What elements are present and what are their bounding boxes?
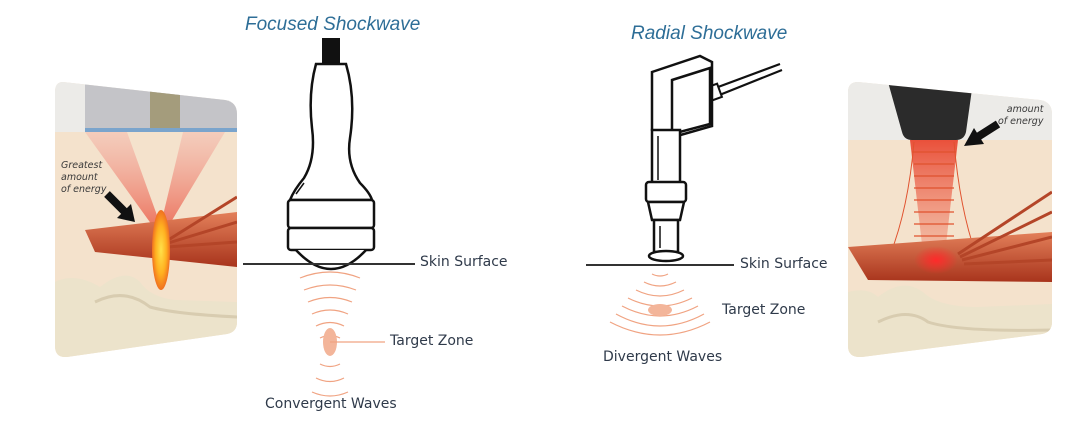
energy-arrow-icon (104, 191, 135, 222)
radial-skin-surface-label: Skin Surface (740, 256, 828, 272)
radial-applicator-icon (644, 54, 783, 263)
focused-target-zone-label: Target Zone (390, 333, 474, 349)
radial-illustration-panel: amount of energy (848, 82, 1052, 357)
radial-energy-note: amount of energy (998, 104, 1044, 127)
divergent-waves-label: Divergent Waves (603, 349, 723, 365)
focused-energy-note: Greatest amount of energy (61, 160, 107, 195)
convergent-waves-icon (299, 271, 385, 397)
radial-target-zone-label: Target Zone (722, 302, 806, 318)
convergent-waves-label: Convergent Waves (265, 396, 397, 412)
radial-skin-surface-line (586, 264, 734, 266)
radial-shockwave-title: Radial Shockwave (631, 23, 788, 44)
focused-shockwave-title: Focused Shockwave (245, 14, 421, 35)
divergent-waves-icon (609, 273, 711, 336)
energy-arrow-icon (964, 120, 1001, 146)
radial-anatomy-illustration (848, 82, 1052, 357)
focused-skin-surface-label: Skin Surface (420, 254, 508, 270)
focused-illustration-panel: Greatest amount of energy (55, 82, 237, 357)
focused-anatomy-illustration (55, 82, 237, 357)
focused-applicator-icon (286, 38, 376, 271)
focused-skin-surface-line (243, 263, 415, 265)
